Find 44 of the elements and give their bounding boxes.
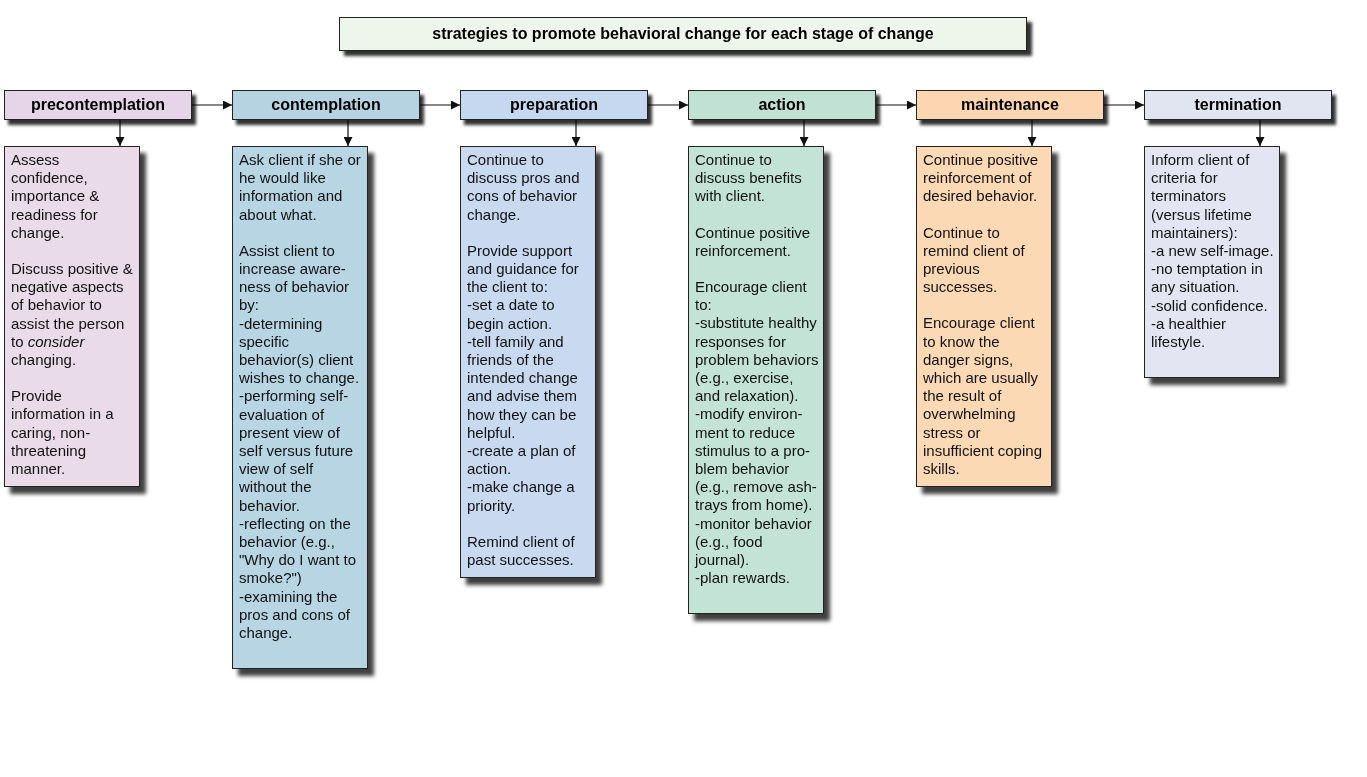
list-item-text: -plan rewards. (695, 569, 792, 588)
title-box: strategies to promote behavioral change for each stage of change (339, 17, 1027, 51)
strategy-card (4, 146, 140, 488)
stage-header: precontemplation (4, 90, 192, 120)
list-item-text: -make change a priority. (467, 478, 576, 515)
list-item-text: -determining specific behavior(s) client wishes to change. (239, 314, 361, 388)
strategy-text: Encourage client to know the danger signs, which are usually the result of overwhelming stress or insufficient coping skills. (923, 314, 1043, 479)
list-item-text: -no temptation in any situation. (1151, 260, 1264, 297)
strategy-text: Continue to remind client of previous successes. (923, 223, 1026, 297)
list-item-text: -create a plan of action. (467, 442, 577, 479)
strategy-card (232, 146, 368, 670)
list-item-text: -examining the pros and cons of change. (239, 587, 351, 643)
strategy-text: Discuss positive & negative aspects of behavior to assist the person to consider changing. (11, 260, 134, 370)
list-item-text: -reflecting on the behavior (e.g., "Why do I want to smoke?") (239, 514, 358, 588)
strategy-text: Remind client of past successes. (467, 532, 576, 570)
list-item-text: -modify environ-ment to reduce stimulus to a pro-blem behavior (e.g., remove ash-trays from home). (695, 405, 818, 515)
strategy-card (1144, 146, 1280, 379)
strategy-text: Continue positive reinforcement of desired behavior. (923, 151, 1040, 206)
list-item-text: -monitor behavior (e.g., food journal). (695, 514, 813, 570)
strategy-text: Encourage client to: (695, 278, 808, 315)
stage-header: maintenance (916, 90, 1104, 120)
list-item-text: -substitute healthy responses for problem behaviors (e.g., exercise, and relaxation). (695, 314, 819, 406)
strategy-card (916, 146, 1052, 488)
list-item-text: -tell family and friends of the intended change and advise them how they can be helpful. (467, 332, 579, 443)
strategy-text: Provide information in a caring, non-threatening manner. (11, 387, 115, 479)
strategy-card (688, 146, 824, 615)
strategy-text: Continue positive reinforcement. (695, 223, 812, 260)
stage-header: termination (1144, 90, 1332, 120)
list-item-text: -a healthier lifestyle. (1151, 314, 1228, 352)
stage-header: preparation (460, 90, 648, 120)
list-item-text: -a new self-image. (1151, 242, 1275, 261)
list-item-text: -solid confidence. (1151, 296, 1269, 315)
stage-header: action (688, 90, 876, 120)
strategy-text: Continue to discuss benefits with client. (695, 151, 803, 206)
strategy-text: Continue to discuss pros and cons of behavior change. (467, 151, 581, 224)
strategy-text: Ask client if she or he would like information and about what. (239, 151, 362, 224)
strategy-text: Inform client of criteria for terminators (versus lifetime maintainers): (1151, 151, 1253, 242)
strategy-text: Assess confidence, importance & readiness for change. (11, 151, 101, 242)
list-item-text: -performing self-evaluation of present view of self versus future view of self without the behavior. (239, 387, 355, 515)
stage-header: contemplation (232, 90, 420, 120)
strategy-text: Assist client to increase aware-ness of behavior by: (239, 241, 351, 315)
list-item-text: -set a date to begin action. (467, 296, 556, 333)
strategy-card (460, 146, 596, 579)
strategy-text: Provide support and guidance for the client to: (467, 241, 580, 297)
